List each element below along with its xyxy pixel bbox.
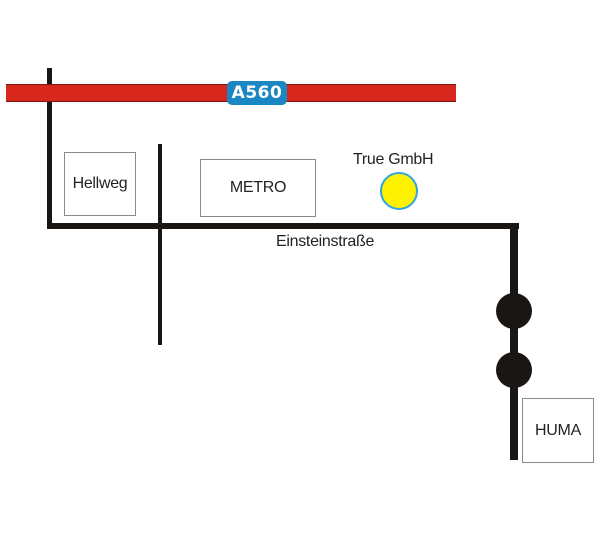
- highway-shield: A560: [227, 81, 287, 105]
- street-label: Einsteinstraße: [276, 233, 375, 250]
- location-circle-icon: [380, 172, 418, 210]
- landmark-label: Hellweg: [72, 175, 128, 192]
- landmark-label: HUMA: [535, 421, 581, 439]
- road-left-vertical: [47, 68, 52, 229]
- road-middle-vertical: [158, 144, 162, 345]
- destination-label: True GmbH: [353, 151, 434, 168]
- landmark-label: METRO: [229, 179, 287, 196]
- landmark-huma: HUMA: [522, 398, 594, 463]
- landmark-metro: METRO: [200, 159, 316, 217]
- landmark-hellweg: Hellweg: [64, 152, 136, 216]
- road-right-vertical: [510, 223, 518, 460]
- road-einsteinstrasse: [47, 223, 519, 229]
- junction-marker: [496, 352, 532, 388]
- junction-marker: [496, 293, 532, 329]
